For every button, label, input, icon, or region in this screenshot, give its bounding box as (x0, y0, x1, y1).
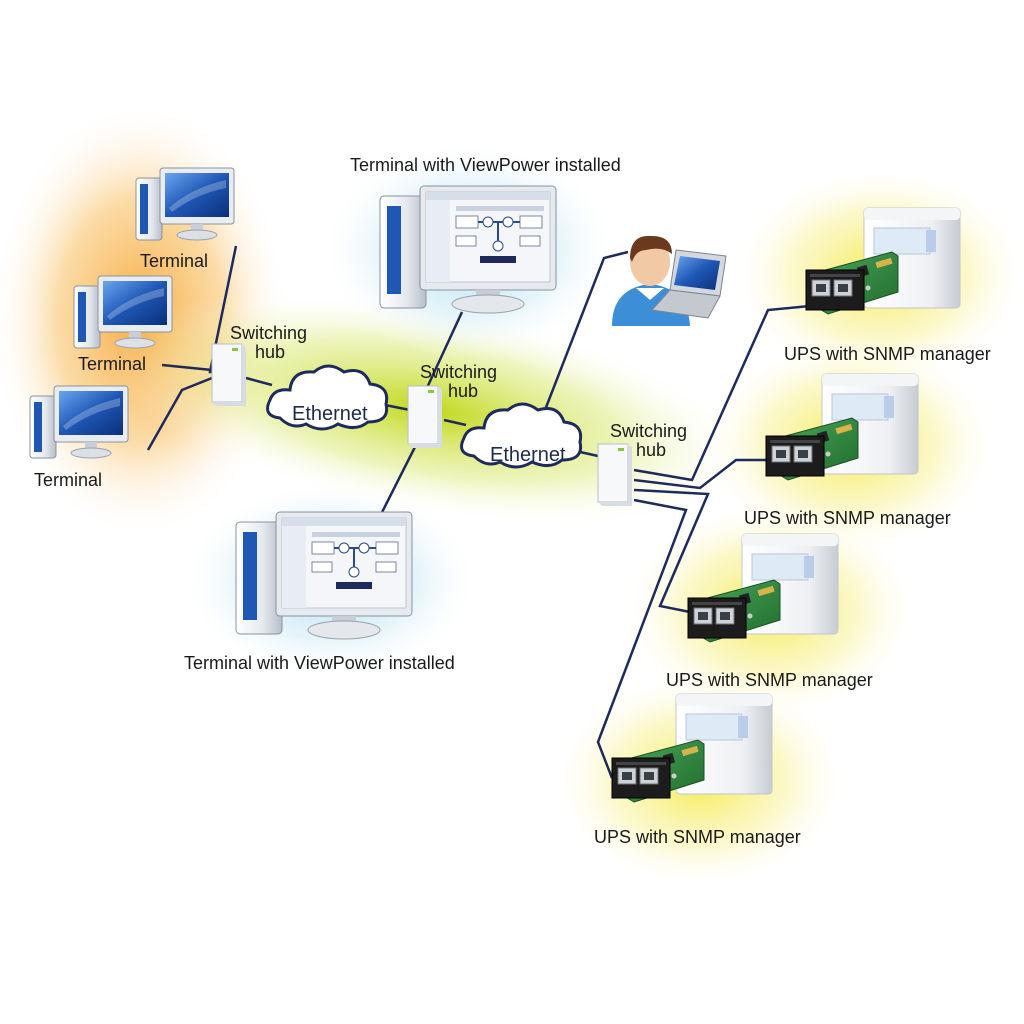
wire-cloud2-user (543, 250, 629, 411)
viewpower-label-top: Terminal with ViewPower installed (350, 155, 621, 175)
ethernet-label-1: Ethernet (292, 403, 368, 425)
wire-hub1-cloud1 (245, 376, 273, 387)
terminal-label-1: Terminal (140, 251, 208, 271)
wire-terminal-3 (146, 376, 213, 451)
hub-3-label-line2: hub (636, 440, 666, 460)
wire-hub3-ups2 (633, 458, 766, 490)
wire-hub3-ups1 (633, 304, 811, 482)
terminal-label-3: Terminal (34, 470, 102, 490)
wire-hub3-ups4 (596, 498, 688, 779)
hub-1-label-line1: Switching (230, 323, 307, 343)
switching-hub-icon (211, 343, 247, 407)
hub-2-label-line1: Switching (420, 362, 497, 382)
wire-hub3-ups3 (633, 488, 710, 614)
network-wires (146, 245, 811, 779)
hub-1-label-line2: hub (255, 342, 285, 362)
wire-hub2-vp-top (424, 311, 464, 391)
hub-3-label-line1: Switching (610, 421, 687, 441)
switching-hub-icon (407, 385, 443, 449)
ups-label-3: UPS with SNMP manager (666, 670, 873, 690)
ups-label-4: UPS with SNMP manager (594, 827, 801, 847)
wire-terminal-2 (161, 363, 213, 372)
wire-hub2-cloud2 (443, 418, 467, 427)
hub-2-label-line2: hub (448, 381, 478, 401)
ethernet-label-2: Ethernet (490, 444, 566, 466)
switching-hub-icon (597, 443, 633, 507)
wire-cloud2-hub3 (579, 450, 599, 458)
wire-cloud1-hub2 (384, 403, 411, 412)
terminal-label-2: Terminal (78, 354, 146, 374)
ups-label-2: UPS with SNMP manager (744, 508, 951, 528)
user-laptop-icon (612, 235, 727, 326)
ups-label-1: UPS with SNMP manager (784, 344, 991, 364)
viewpower-label-bottom: Terminal with ViewPower installed (184, 653, 455, 673)
